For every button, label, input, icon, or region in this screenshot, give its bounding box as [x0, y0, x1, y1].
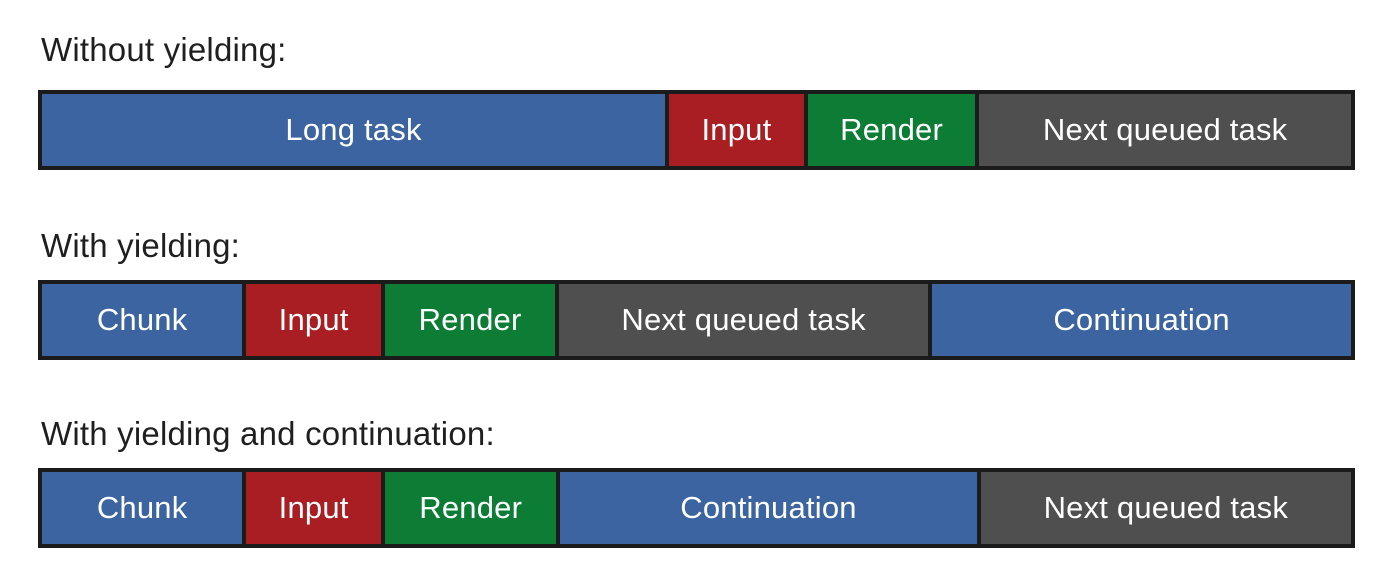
- timeline-with-yielding: Chunk Input Render Next queued task Cont…: [38, 280, 1355, 360]
- segment-next-queued-task: Next queued task: [555, 284, 929, 356]
- segment-label: Next queued task: [1042, 112, 1288, 147]
- segment-render: Render: [381, 472, 557, 544]
- segment-continuation: Continuation: [928, 284, 1351, 356]
- segment-input: Input: [242, 472, 382, 544]
- segment-label: Chunk: [96, 302, 188, 337]
- segment-chunk: Chunk: [42, 472, 243, 544]
- segment-render: Render: [381, 284, 556, 356]
- timeline-with-yielding-and-continuation: Chunk Input Render Continuation Next que…: [38, 468, 1355, 548]
- heading-without-yielding: Without yielding:: [41, 31, 287, 68]
- segment-label: Render: [419, 490, 523, 525]
- segment-label: Chunk: [96, 490, 188, 525]
- segment-input: Input: [665, 94, 804, 166]
- segment-input: Input: [242, 284, 382, 356]
- segment-label: Render: [418, 302, 522, 337]
- segment-render: Render: [803, 94, 976, 166]
- segment-chunk: Chunk: [42, 284, 243, 356]
- segment-label: Input: [278, 302, 349, 337]
- timeline-without-yielding: Long task Input Render Next queued task: [38, 90, 1355, 170]
- segment-continuation: Continuation: [556, 472, 977, 544]
- heading-with-yielding: With yielding:: [41, 227, 241, 264]
- heading-with-yielding-and-continuation: With yielding and continuation:: [41, 415, 495, 452]
- segment-label: Continuation: [1053, 302, 1230, 337]
- segment-label: Render: [840, 112, 943, 147]
- segment-label: Continuation: [680, 490, 857, 525]
- segment-label: Next queued task: [1043, 490, 1289, 525]
- segment-next-queued-task: Next queued task: [976, 472, 1351, 544]
- segment-label: Input: [278, 490, 349, 525]
- segment-label: Input: [701, 112, 772, 147]
- segment-label: Long task: [285, 112, 422, 147]
- segment-label: Next queued task: [621, 302, 866, 337]
- segment-next-queued-task: Next queued task: [975, 94, 1351, 166]
- segment-long-task: Long task: [42, 94, 666, 166]
- task-scheduling-diagram: Without yielding: Long task Input Render…: [0, 28, 1396, 548]
